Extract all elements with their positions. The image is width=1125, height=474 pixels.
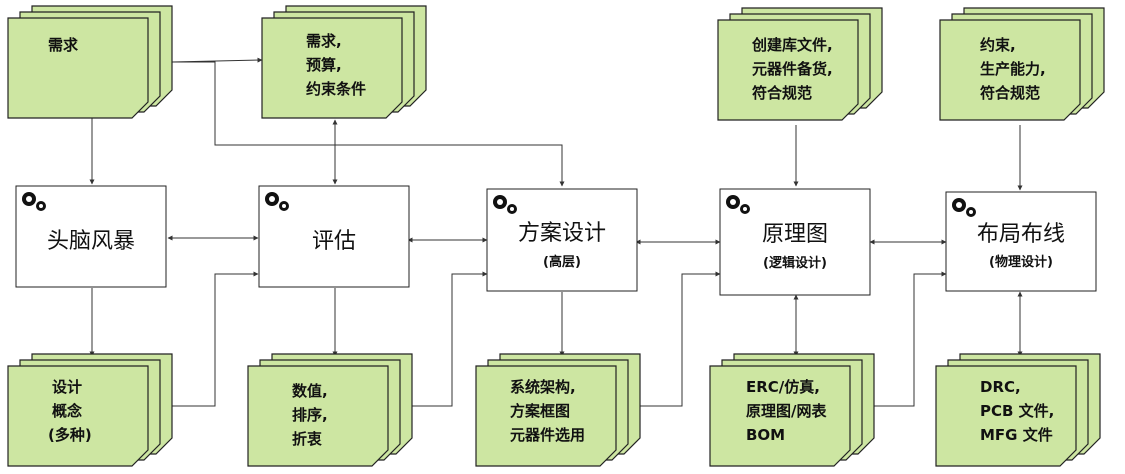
note-line: DRC, bbox=[980, 378, 1021, 396]
note-line: 方案框图 bbox=[510, 402, 570, 420]
note-line: MFG 文件 bbox=[980, 426, 1053, 444]
connector-erc-to-layout bbox=[872, 271, 947, 407]
note-line: 约束, bbox=[980, 36, 1016, 54]
note-erc: ERC/仿真, 原理图/网表 BOM bbox=[709, 353, 875, 467]
gears-icon bbox=[22, 192, 46, 211]
gears-icon bbox=[952, 198, 976, 217]
process-subtitle: (逻辑设计) bbox=[763, 255, 827, 271]
note-architecture: 系统架构, 方案框图 元器件选用 bbox=[475, 353, 641, 467]
connector-arch-to-schematic bbox=[638, 271, 721, 407]
process-title: 方案设计 bbox=[518, 221, 606, 246]
process-evaluate: 评估 bbox=[258, 185, 410, 288]
gears-icon bbox=[726, 195, 750, 214]
note-constraints: 约束, 生产能力, 符合规范 bbox=[939, 7, 1105, 121]
note-req-budget: 需求, 预算, 约束条件 bbox=[261, 5, 427, 119]
connector-values-to-scheme bbox=[412, 271, 488, 407]
gears-icon bbox=[493, 195, 517, 214]
connector-concepts-to-evaluate bbox=[172, 271, 259, 407]
note-line: 折衷 bbox=[292, 430, 322, 448]
gears-icon bbox=[265, 192, 289, 211]
note-line: 排序, bbox=[292, 406, 328, 424]
note-line: 概念 bbox=[52, 402, 82, 420]
process-title: 原理图 bbox=[762, 222, 828, 247]
process-subtitle: (物理设计) bbox=[989, 254, 1053, 270]
note-line: 预算, bbox=[306, 56, 342, 74]
note-line: 设计 bbox=[52, 378, 82, 396]
note-line: ERC/仿真, bbox=[746, 378, 820, 396]
note-line: 数值, bbox=[292, 382, 328, 400]
process-title: 头脑风暴 bbox=[47, 229, 135, 254]
process-layout: 布局布线 (物理设计) bbox=[945, 191, 1097, 292]
note-line: 符合规范 bbox=[752, 84, 812, 102]
note-line: 符合规范 bbox=[980, 84, 1040, 102]
process-title: 布局布线 bbox=[977, 222, 1065, 247]
note-library: 创建库文件, 元器件备货, 符合规范 bbox=[717, 7, 883, 121]
process-brainstorm: 头脑风暴 bbox=[15, 185, 167, 288]
process-scheme: 方案设计 (高层) bbox=[486, 188, 638, 292]
note-req: 需求 bbox=[7, 5, 173, 119]
connector-req-to-scheme bbox=[172, 61, 565, 187]
note-line: 需求, bbox=[306, 32, 342, 50]
note-drc: DRC, PCB 文件, MFG 文件 bbox=[935, 353, 1101, 467]
note-line: BOM bbox=[746, 426, 785, 444]
connector-req-to-reqbudget bbox=[171, 57, 263, 63]
note-line: PCB 文件, bbox=[980, 402, 1054, 420]
note-line: 元器件备货, bbox=[752, 60, 833, 78]
note-concepts: 设计 概念 (多种) bbox=[7, 353, 173, 467]
process-title: 评估 bbox=[312, 229, 356, 254]
note-values: 数值, 排序, 折衷 bbox=[247, 353, 413, 467]
note-line: 元器件选用 bbox=[510, 426, 585, 444]
note-line: 系统架构, bbox=[510, 378, 576, 396]
process-subtitle: (高层) bbox=[543, 254, 581, 270]
process-schematic: 原理图 (逻辑设计) bbox=[719, 188, 871, 296]
note-line: 生产能力, bbox=[980, 60, 1046, 78]
note-line: (多种) bbox=[48, 426, 92, 444]
note-line: 约束条件 bbox=[306, 80, 366, 98]
connectors bbox=[89, 57, 1023, 407]
note-line: 需求 bbox=[48, 36, 79, 54]
note-line: 原理图/网表 bbox=[746, 402, 827, 420]
note-line: 创建库文件, bbox=[751, 36, 833, 54]
